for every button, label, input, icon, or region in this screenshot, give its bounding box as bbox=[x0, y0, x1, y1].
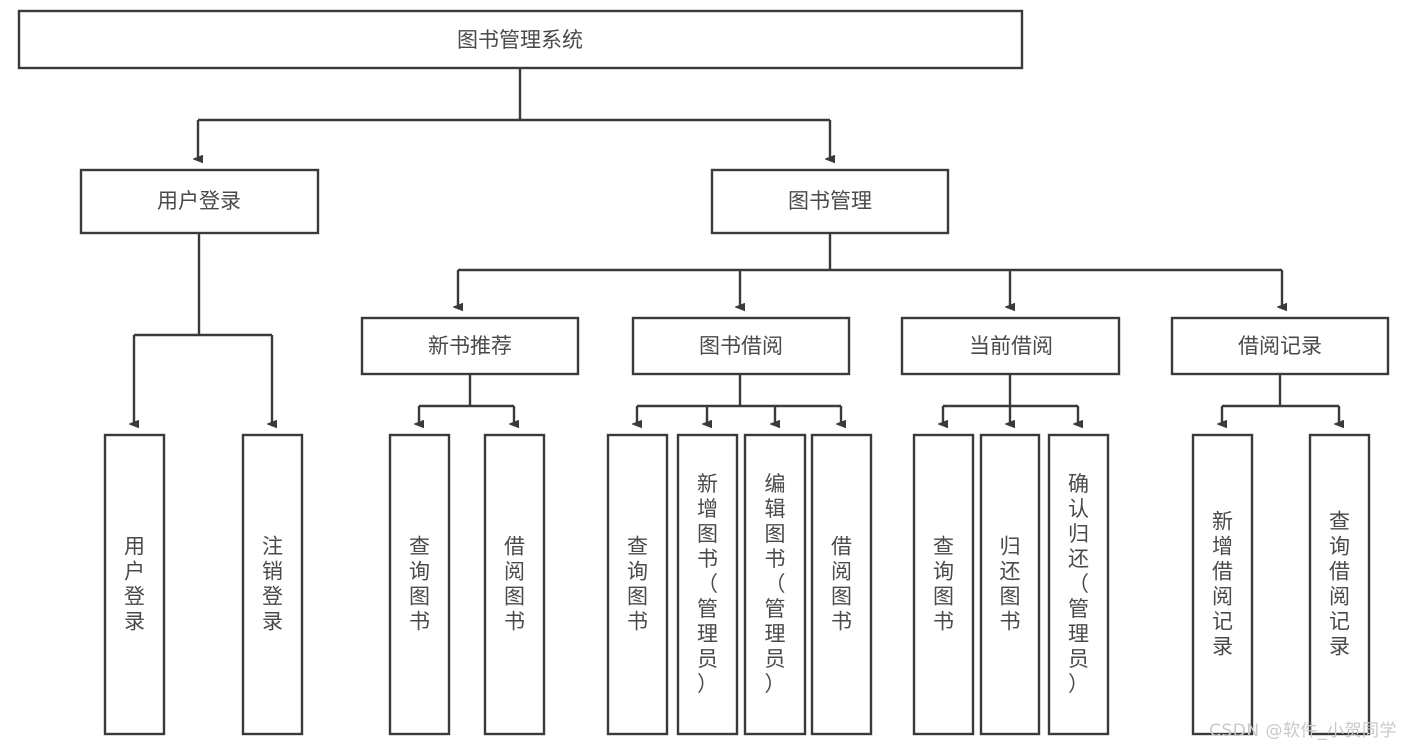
leaf-node-label: 确认归还（管理员） bbox=[1068, 472, 1089, 696]
leaf-node[interactable]: 新增图书（管理员） bbox=[676, 433, 739, 736]
node-book-borrow[interactable]: 图书借阅 bbox=[631, 316, 851, 376]
node-user-login-label: 用户登录 bbox=[157, 189, 241, 213]
leaf-node-rect[interactable] bbox=[743, 433, 807, 736]
leaf-node-label: 查询图书 bbox=[627, 535, 648, 634]
leaf-node-label: 注销登录 bbox=[262, 535, 283, 634]
connector-layer bbox=[134, 68, 1339, 424]
leaf-node-rect[interactable] bbox=[1047, 433, 1110, 736]
leaf-node[interactable]: 借阅图书 bbox=[483, 433, 546, 736]
leaf-node[interactable]: 查询图书 bbox=[388, 433, 451, 736]
node-borrow-record-rect[interactable] bbox=[1170, 316, 1390, 376]
leaf-node-rect[interactable] bbox=[1191, 433, 1254, 736]
leaf-node[interactable]: 确认归还（管理员） bbox=[1047, 433, 1110, 736]
node-user-login-rect[interactable] bbox=[79, 168, 320, 235]
node-new-book-recommend-label: 新书推荐 bbox=[428, 334, 512, 358]
leaf-node-label: 查询借阅记录 bbox=[1329, 510, 1350, 659]
node-current-borrow-label: 当前借阅 bbox=[969, 334, 1053, 358]
leaf-node-rect[interactable] bbox=[241, 433, 304, 736]
node-book-management-label: 图书管理 bbox=[788, 189, 872, 213]
leaf-node[interactable]: 编辑图书（管理员） bbox=[743, 433, 807, 736]
node-book-borrow-label: 图书借阅 bbox=[699, 334, 783, 358]
node-book-management[interactable]: 图书管理 bbox=[710, 168, 950, 235]
node-book-management-rect[interactable] bbox=[710, 168, 950, 235]
node-root[interactable]: 图书管理系统 bbox=[17, 9, 1024, 70]
node-current-borrow[interactable]: 当前借阅 bbox=[900, 316, 1121, 376]
node-borrow-record[interactable]: 借阅记录 bbox=[1170, 316, 1390, 376]
leaf-node-rect[interactable] bbox=[1308, 433, 1371, 736]
leaf-node[interactable]: 用户登录 bbox=[103, 433, 166, 736]
leaf-node-rect[interactable] bbox=[676, 433, 739, 736]
leaf-node-rect[interactable] bbox=[979, 433, 1041, 736]
leaf-node-label: 借阅图书 bbox=[504, 535, 525, 634]
leaf-node[interactable]: 借阅图书 bbox=[810, 433, 873, 736]
node-current-borrow-rect[interactable] bbox=[900, 316, 1121, 376]
leaf-node-label: 查询图书 bbox=[409, 535, 430, 634]
leaf-node-rect[interactable] bbox=[388, 433, 451, 736]
leaf-node[interactable]: 注销登录 bbox=[241, 433, 304, 736]
leaf-node-rect[interactable] bbox=[912, 433, 975, 736]
leaf-node-rect[interactable] bbox=[606, 433, 669, 736]
leaf-node[interactable]: 查询借阅记录 bbox=[1308, 433, 1371, 736]
leaf-node-label: 借阅图书 bbox=[831, 535, 852, 634]
node-borrow-record-label: 借阅记录 bbox=[1238, 334, 1322, 358]
leaf-node[interactable]: 新增借阅记录 bbox=[1191, 433, 1254, 736]
leaf-node-rect[interactable] bbox=[810, 433, 873, 736]
leaf-node[interactable]: 查询图书 bbox=[912, 433, 975, 736]
leaf-node-label: 归还图书 bbox=[1000, 535, 1021, 634]
node-book-borrow-rect[interactable] bbox=[631, 316, 851, 376]
leaf-node-label: 新增图书（管理员） bbox=[697, 472, 718, 696]
node-new-book-recommend[interactable]: 新书推荐 bbox=[360, 316, 580, 376]
node-root-label: 图书管理系统 bbox=[457, 28, 583, 52]
leaf-node-label: 编辑图书（管理员） bbox=[765, 472, 786, 696]
node-new-book-recommend-rect[interactable] bbox=[360, 316, 580, 376]
leaf-node-label: 新增借阅记录 bbox=[1212, 510, 1233, 659]
leaf-node-layer: 用户登录 注销登录 查询图书 借阅图书 查询图书 新增图书（管理员） 编辑图书（管理员） 借阅… bbox=[103, 433, 1371, 736]
leaf-node-rect[interactable] bbox=[103, 433, 166, 736]
leaf-node-rect[interactable] bbox=[483, 433, 546, 736]
node-root-rect[interactable] bbox=[17, 9, 1024, 70]
leaf-node-label: 用户登录 bbox=[124, 535, 145, 634]
leaf-node[interactable]: 查询图书 bbox=[606, 433, 669, 736]
leaf-node[interactable]: 归还图书 bbox=[979, 433, 1041, 736]
leaf-node-label: 查询图书 bbox=[933, 535, 954, 634]
node-user-login[interactable]: 用户登录 bbox=[79, 168, 320, 235]
